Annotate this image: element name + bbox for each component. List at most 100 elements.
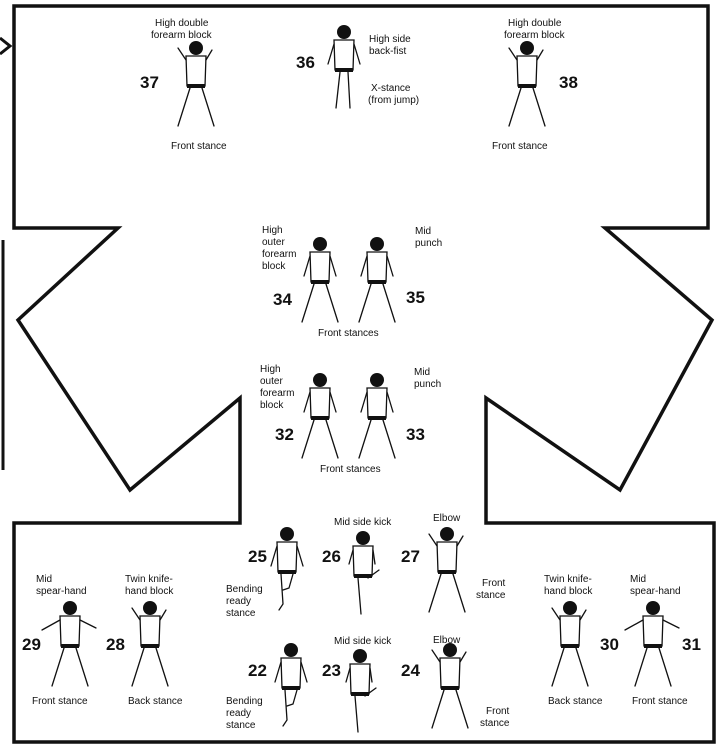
fig-26-number: 26 [322,547,341,566]
fig-28-stance: Back stance [128,696,183,707]
figure-25-belt [278,570,296,574]
fig-27-stance-line2: stance [476,590,506,601]
figure-22 [275,643,307,726]
figure-26-torso [353,546,373,576]
figure-24-torso [440,658,460,688]
figure-31-head [646,601,660,615]
group-front-stances-upper: Front stances [318,328,379,339]
fig-31-number: 31 [682,635,701,654]
figure-30-legs [552,648,588,686]
fig-34-number: 34 [273,290,292,309]
figure-31-legs [635,648,671,686]
figure-27-belt [438,570,456,574]
fig-30-technique-line2: hand block [544,586,593,597]
figure-26-head [356,531,370,545]
fig-26-technique: Mid side kick [334,517,392,528]
figure-37 [178,41,214,126]
figure-34-legs [302,284,338,322]
fig-25-stance-line3: stance [226,608,256,619]
fig-29-technique-line2: spear-hand [36,586,87,597]
group-front-stances-lower: Front stances [320,464,381,475]
figure-38-belt [518,84,536,88]
fig-22-number: 22 [248,661,267,680]
fig-30-stance: Back stance [548,696,603,707]
fig-24-technique: Elbow [433,635,461,646]
figure-37-legs [178,88,214,126]
fig-25-stance-line1: Bending [226,584,263,595]
figure-36 [328,25,360,108]
fig-37-technique-line1: High double [155,18,209,29]
fig-27-technique: Elbow [433,513,461,524]
fig-35-number: 35 [406,288,425,307]
fig-36-stance-line1: X-stance [371,83,411,94]
fig-29-technique-line1: Mid [36,574,52,585]
figure-29-head [63,601,77,615]
figure-29-belt [61,644,79,648]
figure-27-torso [437,542,457,572]
figure-23-head [353,649,367,663]
figure-26 [349,531,379,614]
figure-33-belt [368,416,386,420]
figure-31-belt [644,644,662,648]
figure-27 [429,527,465,612]
figure-23-torso [350,664,370,694]
figure-34-head [313,237,327,251]
figure-30-belt [561,644,579,648]
fig-38-technique-line1: High double [508,18,562,29]
figures-layer [42,25,679,732]
figure-22-torso [281,658,301,688]
fig-35-technique-line1: Mid [415,226,431,237]
fig-30-number: 30 [600,635,619,654]
figure-22-head [284,643,298,657]
figure-29 [42,601,96,686]
figure-25-legs [279,574,293,610]
figure-35-belt [368,280,386,284]
figure-25-head [280,527,294,541]
figure-33-torso [367,388,387,418]
fig-32-technique-line2: outer [260,376,283,387]
fig-34-technique-line2: outer [262,237,285,248]
figure-31-torso [643,616,663,646]
figure-36-torso [334,40,354,70]
figure-28-belt [141,644,159,648]
figure-35-legs [359,284,395,322]
figure-38-torso [517,56,537,86]
figure-37-belt [187,84,205,88]
figure-29-torso [60,616,80,646]
fig-33-technique-line1: Mid [414,367,430,378]
figure-35-head [370,237,384,251]
fig-22-stance-line2: ready [226,708,251,719]
fig-28-technique-line2: hand block [125,586,174,597]
fig-36-number: 36 [296,53,315,72]
figure-32-legs [302,420,338,458]
figure-24 [432,643,468,728]
fig-32-technique-line4: block [260,400,284,411]
figure-37-head [189,41,203,55]
figure-35-torso [367,252,387,282]
fig-38-number: 38 [559,73,578,92]
figure-30-torso [560,616,580,646]
figure-33-legs [359,420,395,458]
figure-34-torso [310,252,330,282]
fig-31-technique-line2: spear-hand [630,586,681,597]
fig-37-stance: Front stance [171,141,227,152]
figure-33-head [370,373,384,387]
fig-25-stance-line2: ready [226,596,251,607]
figure-27-legs [429,574,465,612]
figure-36-head [337,25,351,39]
figure-30-head [563,601,577,615]
figure-27-head [440,527,454,541]
fig-28-number: 28 [106,635,125,654]
figure-28-head [143,601,157,615]
fig-37-number: 37 [140,73,159,92]
fig-36-technique-line2: back-fist [369,46,406,57]
labels-layer: High double forearm block 37 Front stanc… [22,18,701,731]
figure-22-legs [283,690,297,726]
fig-32-technique-line3: forearm [260,388,294,399]
fig-24-number: 24 [401,661,420,680]
figure-28 [132,601,168,686]
fig-34-technique-line1: High [262,225,283,236]
fig-38-stance: Front stance [492,141,548,152]
fig-35-technique-line2: punch [415,238,442,249]
